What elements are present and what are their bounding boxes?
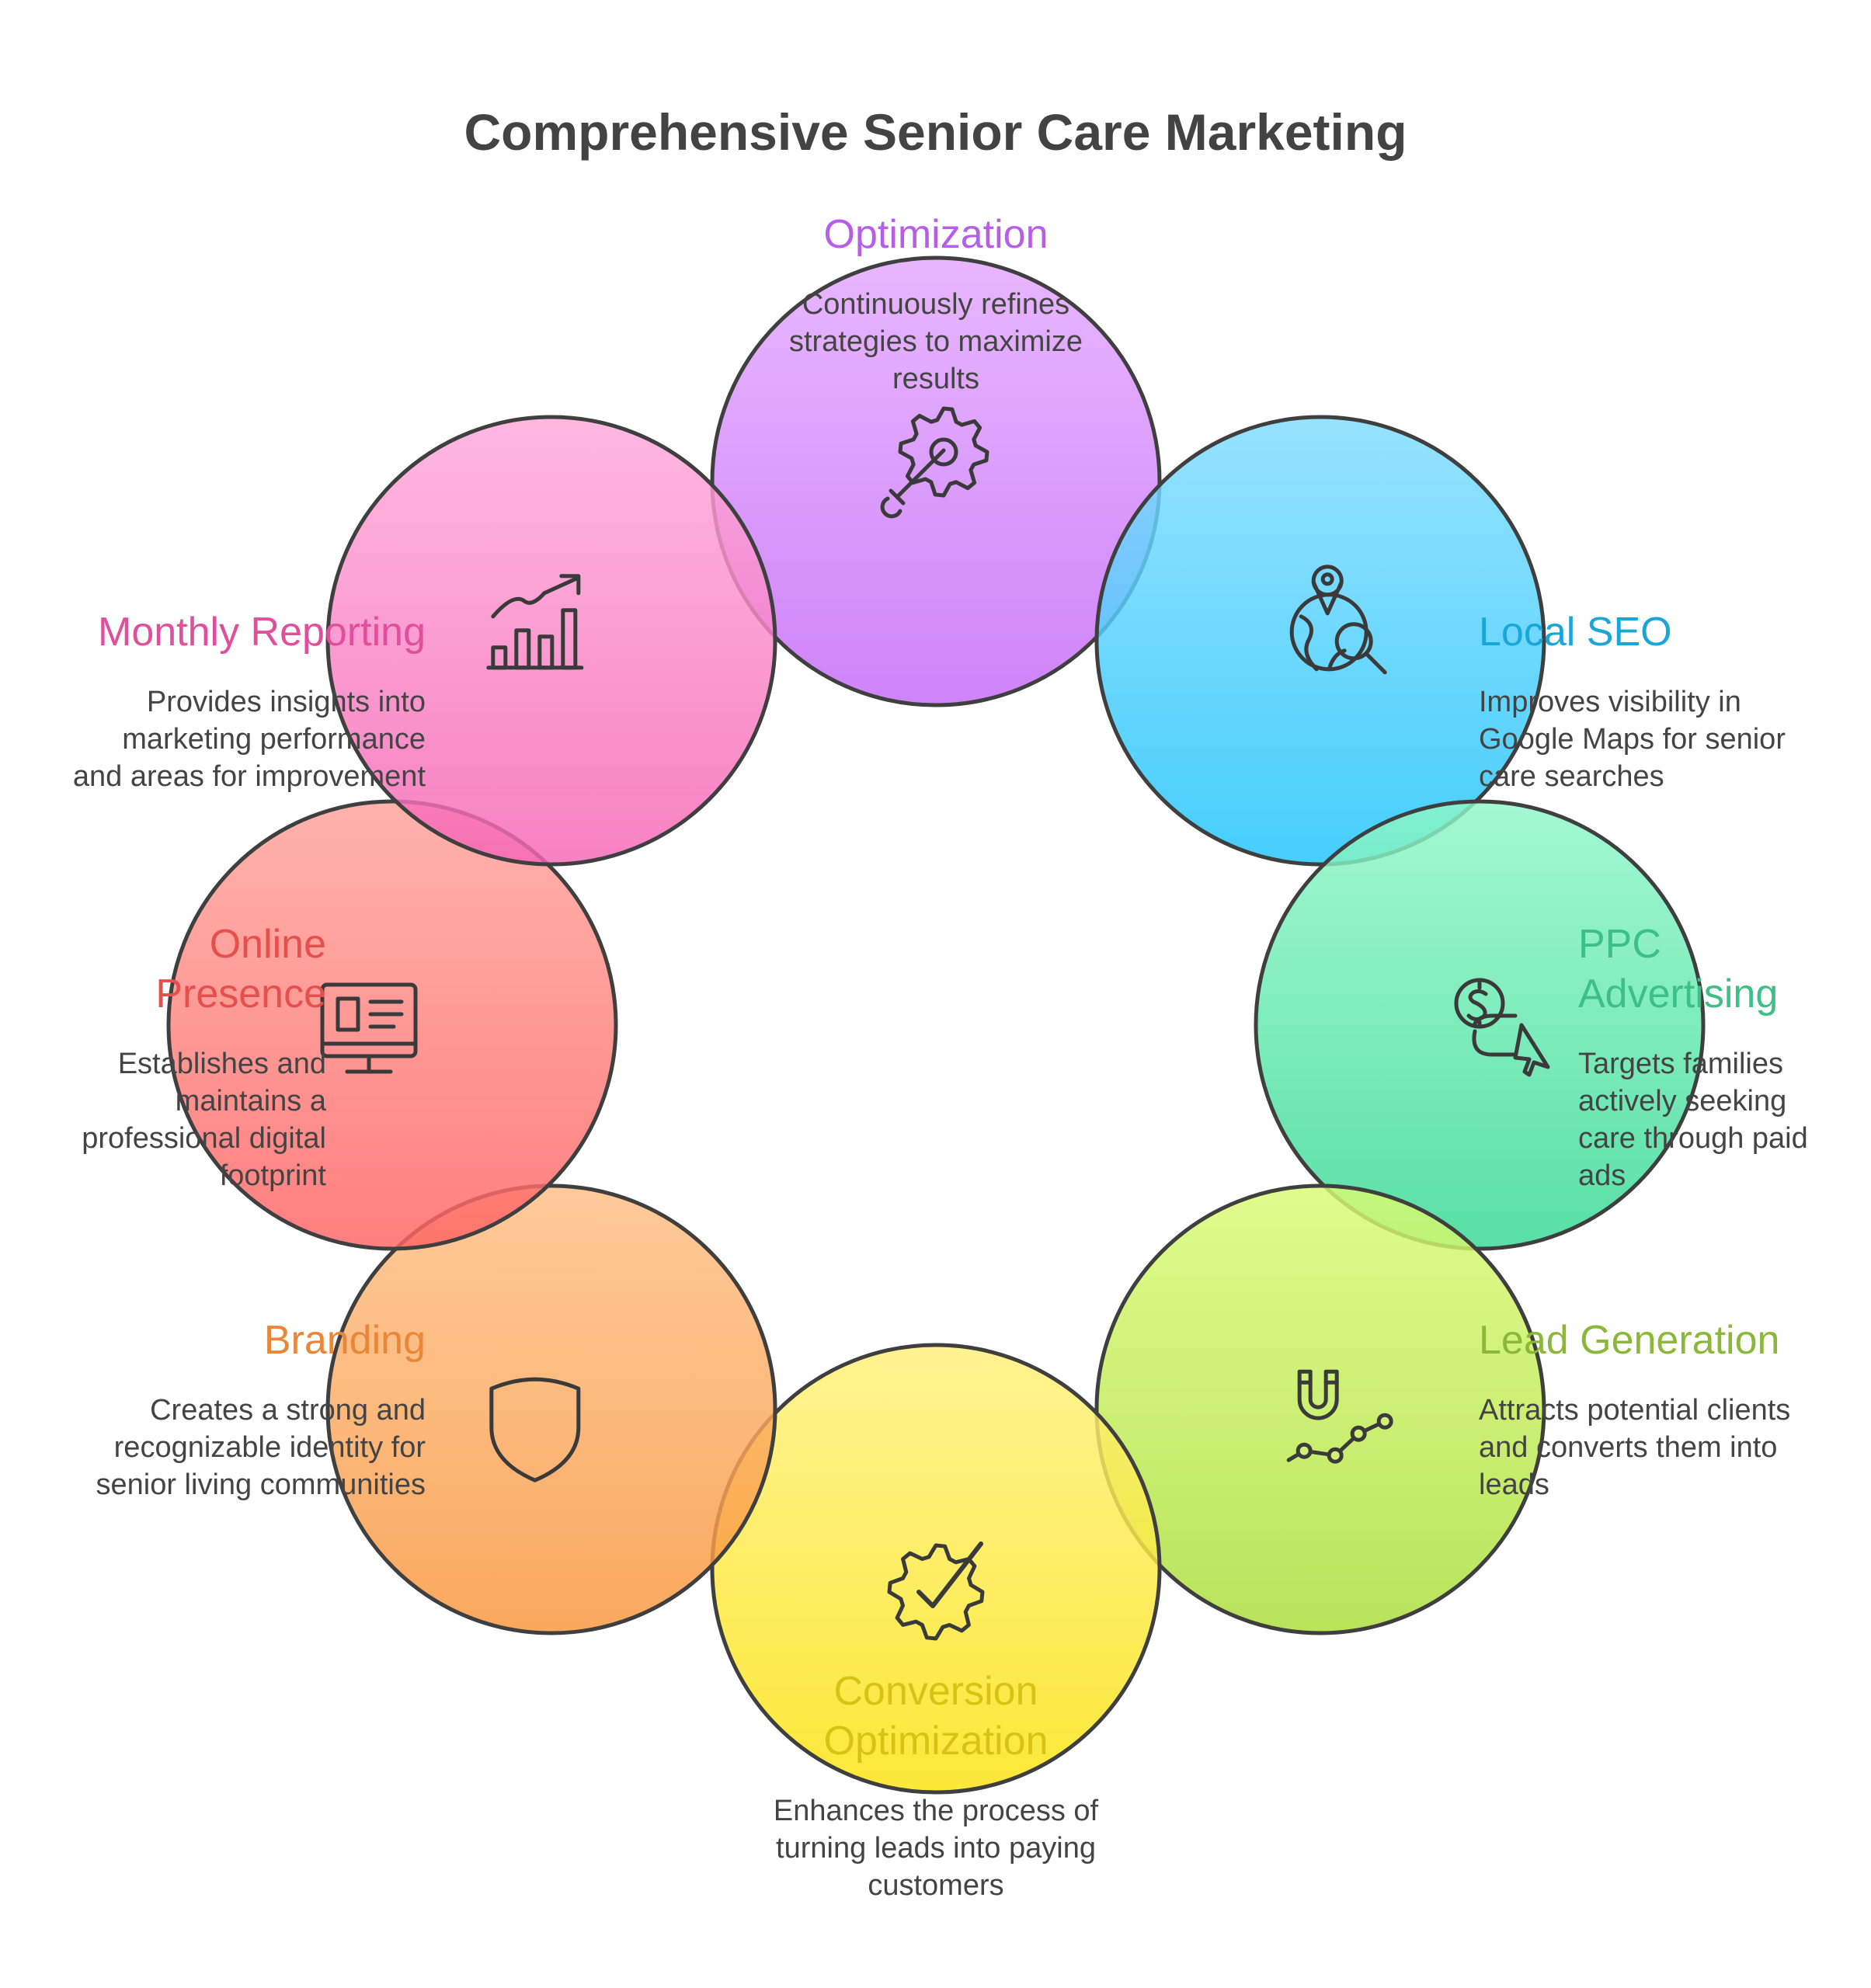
circle-branding <box>325 1183 777 1635</box>
label-online-presence-line: Online <box>209 922 326 967</box>
gear-wrench-icon <box>880 406 989 519</box>
magnet-chart-icon <box>1286 1369 1393 1464</box>
label-lead-generation: Lead Generation <box>1479 1315 1859 1365</box>
globe-search-icon <box>1289 565 1387 675</box>
desc-monthly-reporting: Provides insights into marketing perform… <box>31 683 426 795</box>
desc-conversion-line: customers <box>868 1869 1004 1902</box>
circle-conversion <box>710 1343 1162 1795</box>
desc-lead-generation-line: leads <box>1479 1468 1549 1501</box>
page-title: Comprehensive Senior Care Marketing <box>464 103 1407 161</box>
desc-ppc-line: Targets families <box>1578 1048 1783 1080</box>
shield-icon <box>489 1377 581 1482</box>
desc-online-presence-line: footprint <box>219 1159 326 1192</box>
label-conversion: Conversion Optimization <box>703 1667 1169 1766</box>
desc-optimization: Continuously refines strategies to maxim… <box>703 286 1169 398</box>
desc-ppc-line: care through paid <box>1578 1122 1808 1155</box>
desc-monthly-reporting-line: marketing performance <box>122 723 426 756</box>
label-optimization: Optimization <box>703 210 1169 259</box>
label-branding: Branding <box>31 1315 426 1365</box>
label-ppc: PPC Advertising <box>1578 919 1858 1019</box>
gear-check-icon <box>887 1541 985 1641</box>
dollar-cursor-icon <box>1454 978 1550 1077</box>
label-ppc-line: Advertising <box>1578 971 1779 1017</box>
desc-conversion-line: Enhances the process of <box>773 1795 1099 1827</box>
desc-monthly-reporting-line: Provides insights into <box>146 686 426 718</box>
desc-online-presence: Establishes and maintains a professional… <box>31 1045 326 1194</box>
desc-lead-generation: Attracts potential clients and converts … <box>1479 1392 1859 1503</box>
desc-conversion-line: turning leads into paying <box>776 1832 1096 1865</box>
desc-lead-generation-line: and converts them into <box>1479 1431 1778 1464</box>
label-online-presence-line: Presence <box>155 971 326 1017</box>
label-monthly-reporting-text: Monthly Reporting <box>98 610 426 655</box>
label-local-seo: Local SEO <box>1479 607 1852 657</box>
desc-local-seo-line: Google Maps for senior <box>1479 723 1786 756</box>
desc-local-seo: Improves visibility in Google Maps for s… <box>1479 683 1852 795</box>
monitor-icon <box>320 982 418 1074</box>
desc-lead-generation-line: Attracts potential clients <box>1479 1394 1791 1427</box>
desc-optimization-line: results <box>892 363 979 395</box>
desc-online-presence-line: Establishes and <box>117 1048 326 1080</box>
desc-local-seo-line: Improves visibility in <box>1479 686 1741 718</box>
desc-ppc: Targets families actively seeking care t… <box>1578 1045 1858 1194</box>
desc-optimization-line: strategies to maximize <box>788 325 1083 358</box>
desc-branding-line: recognizable identity for <box>113 1431 426 1464</box>
label-monthly-reporting: Monthly Reporting <box>31 607 426 657</box>
label-local-seo-text: Local SEO <box>1479 610 1672 655</box>
desc-online-presence-line: professional digital <box>82 1122 326 1155</box>
desc-online-presence-line: maintains a <box>175 1085 326 1117</box>
label-branding-text: Branding <box>263 1318 426 1363</box>
circle-local-seo <box>1094 415 1546 867</box>
label-online-presence: Online Presence <box>31 919 326 1019</box>
desc-optimization-line: Continuously refines <box>802 288 1070 321</box>
label-lead-generation-text: Lead Generation <box>1479 1318 1780 1363</box>
label-conversion-line: Optimization <box>823 1719 1049 1764</box>
bar-chart-icon <box>486 574 584 670</box>
desc-branding: Creates a strong and recognizable identi… <box>31 1392 426 1503</box>
label-conversion-line: Conversion <box>833 1669 1038 1714</box>
desc-branding-line: senior living communities <box>96 1468 426 1501</box>
circle-lead-generation <box>1094 1183 1546 1635</box>
label-optimization-text: Optimization <box>823 212 1049 257</box>
desc-ppc-line: ads <box>1578 1159 1626 1192</box>
circle-optimization <box>710 255 1162 707</box>
desc-branding-line: Creates a strong and <box>150 1394 426 1427</box>
desc-ppc-line: actively seeking <box>1578 1085 1787 1117</box>
desc-monthly-reporting-line: and areas for improvement <box>72 760 426 793</box>
desc-conversion: Enhances the process of turning leads in… <box>703 1792 1169 1904</box>
desc-local-seo-line: care searches <box>1479 760 1664 793</box>
label-ppc-line: PPC <box>1578 922 1661 967</box>
